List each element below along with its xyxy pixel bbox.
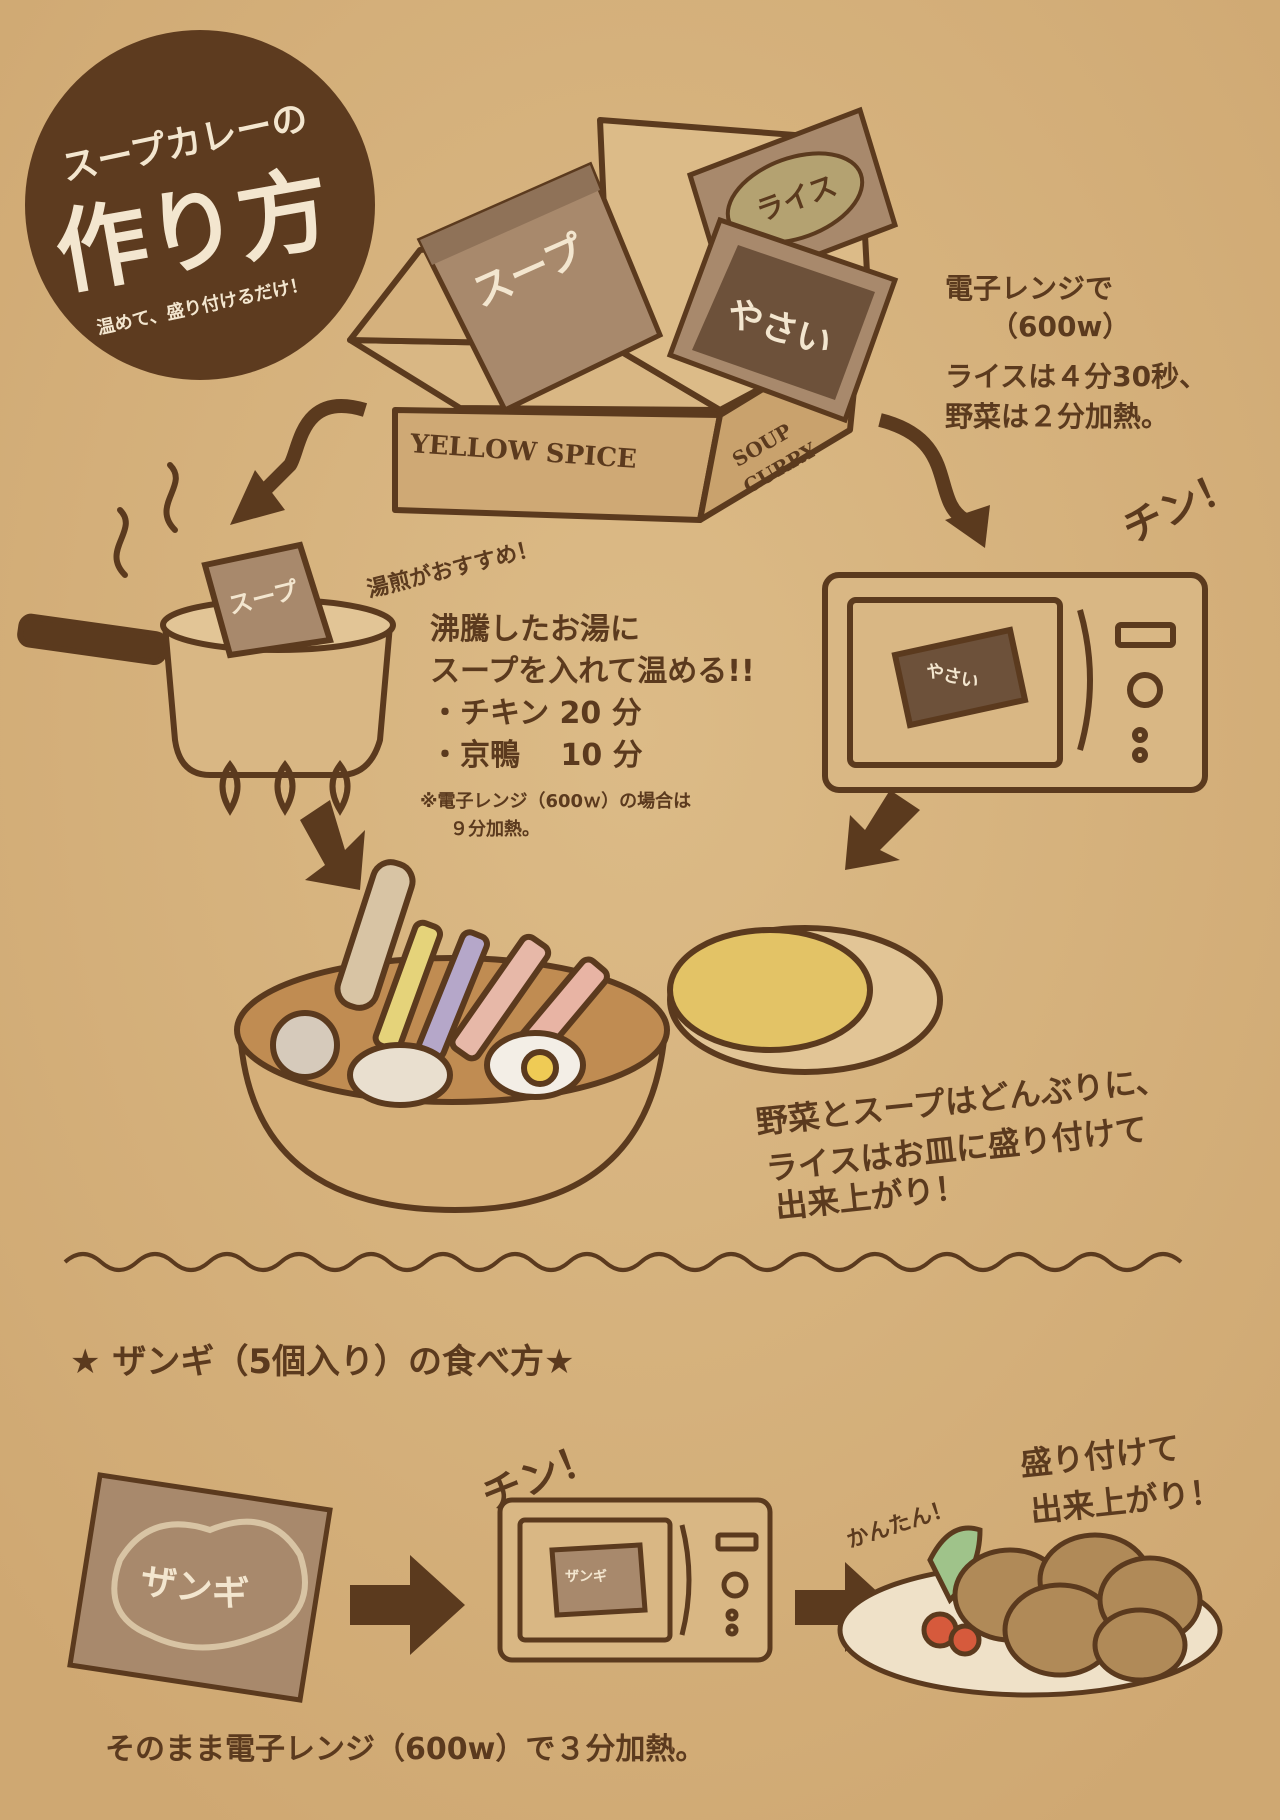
zangi-instruction: そのまま電子レンジ（600w）で３分加熱。 [105,1732,706,1767]
arrow-to-pot [245,399,368,510]
zangi-mini-label: ザンギ [565,1569,607,1585]
pot-line-2: スープを入れて温める!! [430,654,755,689]
burner-flames [219,759,351,816]
title-badge [25,30,375,380]
rice-plate [667,925,943,1075]
soup-bowl [234,859,670,1214]
pot-item-2: ・京鴨 10 分 [430,738,643,773]
zangi-packet [67,1472,333,1703]
arrow-to-microwave [878,413,970,527]
pot-item-1: ・チキン 20 分 [430,696,642,731]
microwave-small [497,1497,773,1663]
arrow-down-left [300,800,365,890]
pot-line-1: 沸騰したお湯に [430,612,640,647]
microwave-large [822,572,1208,793]
microwave-line-4: 野菜は２分加熱。 [945,400,1170,433]
arrow-right-1 [350,1555,465,1655]
arrow-down-right [845,790,920,870]
microwave-line-2: （600w） [990,310,1131,343]
pot-note-2: ９分加熱。 [450,819,540,840]
steam [113,462,179,578]
zangi-title: ★ ザンギ（5個入り）の食べ方★ [70,1342,575,1382]
pot-note-1: ※電子レンジ（600ｗ）の場合は [420,791,692,812]
vegetable-packet [666,216,899,424]
soup-packet-big [416,161,664,414]
microwave-line-3: ライスは４分30秒、 [945,360,1208,393]
zangi-plate [837,1525,1223,1698]
divider [63,1252,1183,1272]
pot [17,541,396,778]
microwave-line-1: 電子レンジで [945,272,1114,305]
